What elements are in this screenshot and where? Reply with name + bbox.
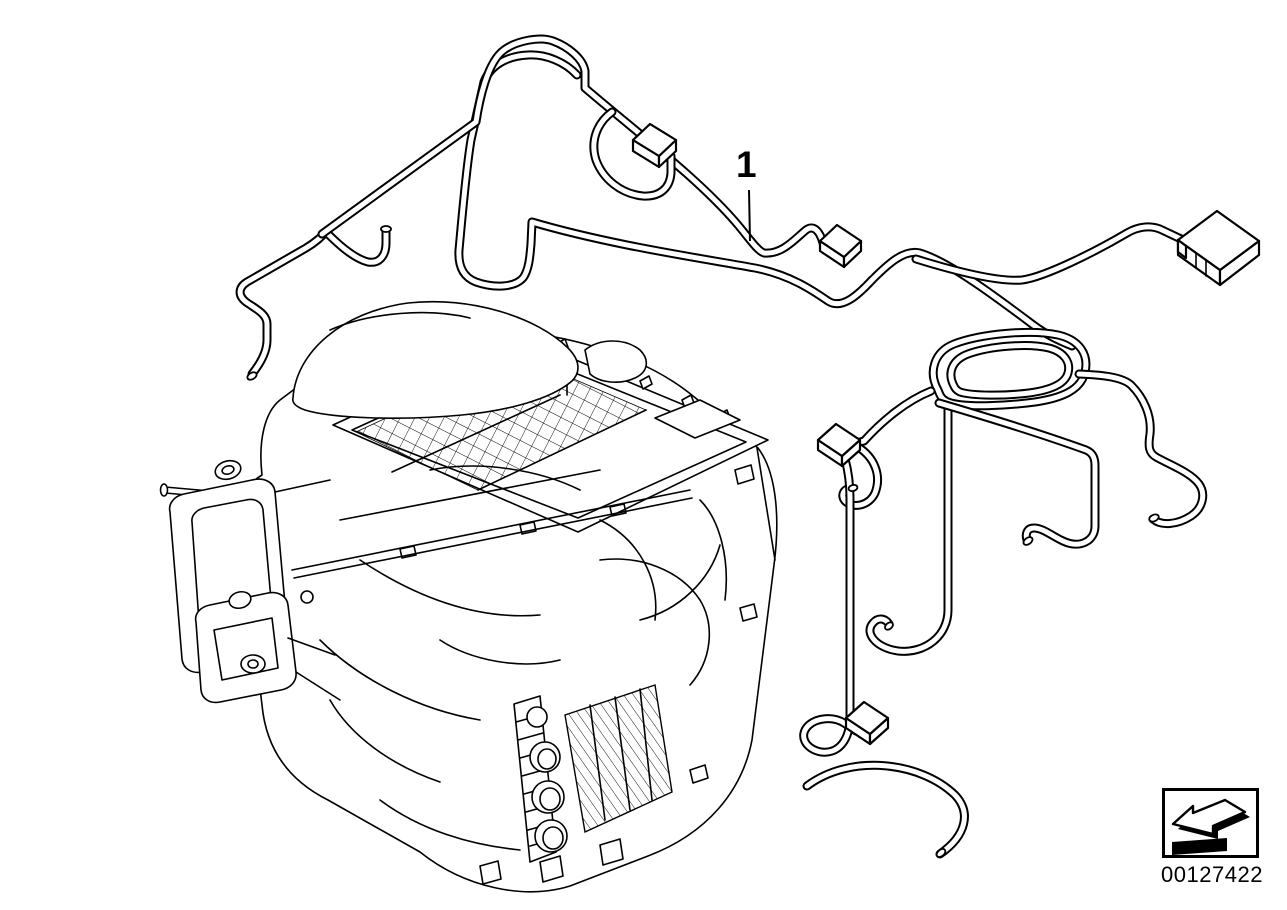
harness-connector-3 xyxy=(1176,209,1261,287)
harness-connector-4 xyxy=(816,422,862,468)
harness-connector-1 xyxy=(631,122,678,169)
wire-end-tips xyxy=(246,225,1160,858)
hvac-unit-illustration xyxy=(159,300,778,893)
direction-indicator-box xyxy=(1162,788,1259,858)
harness-connector-5 xyxy=(844,700,890,746)
direction-arrow-icon xyxy=(1171,798,1250,855)
image-number: 00127422 xyxy=(1161,862,1263,887)
harness-connector-2 xyxy=(818,223,863,269)
wiring-harness-illustration xyxy=(240,39,1261,859)
callout-1[interactable]: 1 xyxy=(736,144,757,185)
callout-leader-line xyxy=(748,189,751,242)
